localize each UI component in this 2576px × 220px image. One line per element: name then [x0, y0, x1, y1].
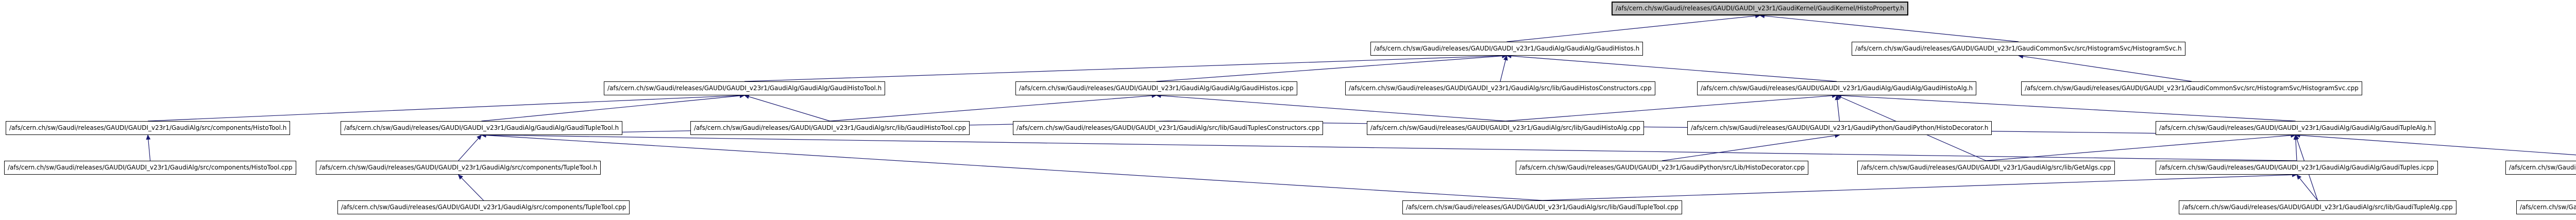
- graph-node-gaudihistos_icpp[interactable]: /afs/cern.ch/sw/Gaudi/releases/GAUDI/GAU…: [1015, 81, 1297, 95]
- dependency-edge: [2296, 174, 2318, 201]
- graph-node-gaudituplealg_cpp[interactable]: /afs/cern.ch/sw/Gaudi/releases/GAUDI/GAU…: [2179, 200, 2456, 214]
- graph-node-histoproperty_h[interactable]: /afs/cern.ch/sw/Gaudi/releases/GAUDI/GAU…: [1612, 2, 1908, 15]
- dependency-edge: [829, 93, 1157, 122]
- graph-node-gaudituplesconstructors_cpp[interactable]: /afs/cern.ch/sw/Gaudi/releases/GAUDI/GAU…: [1013, 121, 1324, 135]
- dependency-edge: [481, 132, 2297, 161]
- dependency-edge: [744, 53, 1507, 82]
- graph-node-histogramsvc_cpp[interactable]: /afs/cern.ch/sw/Gaudi/releases/GAUDI/GAU…: [2021, 81, 2362, 95]
- dependency-edge: [458, 134, 482, 161]
- dependency-edge: [2295, 133, 2576, 156]
- dependency-edge: [1156, 93, 1506, 122]
- graph-node-histogramsvc_h[interactable]: /afs/cern.ch/sw/Gaudi/releases/GAUDI/GAU…: [1852, 42, 2185, 56]
- dependency-edge: [1506, 54, 1837, 82]
- dependency-edge: [1542, 172, 2297, 201]
- dependency-edge: [1986, 133, 2296, 161]
- dependency-edge: [1759, 13, 2019, 42]
- dependency-edge: [2018, 54, 2192, 82]
- dependency-edge: [1836, 93, 2296, 122]
- graph-node-gauditupletool_cpp[interactable]: /afs/cern.ch/sw/Gaudi/releases/GAUDI/GAU…: [1402, 200, 1682, 214]
- graph-node-gaudihistoalg_h[interactable]: /afs/cern.ch/sw/Gaudi/releases/GAUDI/GAU…: [1697, 81, 1977, 95]
- graph-node-gaudihistoalg_cpp[interactable]: /afs/cern.ch/sw/Gaudi/releases/GAUDI/GAU…: [1367, 121, 1644, 135]
- graph-node-histotool_h[interactable]: /afs/cern.ch/sw/Gaudi/releases/GAUDI/GAU…: [6, 121, 291, 135]
- graph-node-gaudituplealg_h[interactable]: /afs/cern.ch/sw/Gaudi/releases/GAUDI/GAU…: [2156, 121, 2435, 135]
- graph-node-histodecorator_cpp[interactable]: /afs/cern.ch/sw/Gaudi/releases/GAUDI/GAU…: [1516, 161, 1808, 175]
- graph-node-tupletool_h[interactable]: /afs/cern.ch/sw/Gaudi/releases/GAUDI/GAU…: [316, 161, 601, 175]
- dependency-edge: [1505, 93, 1837, 122]
- graph-node-histodecorator_h[interactable]: /afs/cern.ch/sw/Gaudi/releases/GAUDI/GAU…: [1687, 121, 1992, 135]
- graph-node-tupletool_cpp[interactable]: /afs/cern.ch/sw/Gaudi/releases/GAUDI/GAU…: [337, 200, 630, 214]
- dependency-edge: [481, 93, 745, 122]
- graph-node-tupledecorator_h[interactable]: /afs/cern.ch/sw/Gaudi/releases/GAUDI/GAU…: [2505, 161, 2576, 175]
- graph-node-gauditupletool_h[interactable]: /afs/cern.ch/sw/Gaudi/releases/GAUDI/GAU…: [341, 121, 623, 135]
- graph-node-gaudihistotool_cpp[interactable]: /afs/cern.ch/sw/Gaudi/releases/GAUDI/GAU…: [690, 121, 970, 135]
- dependency-edge: [481, 133, 1543, 201]
- dependency-edge: [147, 93, 745, 122]
- graph-node-getalgs_cpp[interactable]: /afs/cern.ch/sw/Gaudi/releases/GAUDI/GAU…: [1857, 161, 2115, 175]
- graph-node-gaudihistosconstructors_cpp[interactable]: /afs/cern.ch/sw/Gaudi/releases/GAUDI/GAU…: [1345, 81, 1655, 95]
- graph-node-histotool_cpp[interactable]: /afs/cern.ch/sw/Gaudi/releases/GAUDI/GAU…: [4, 161, 296, 175]
- graph-node-tupledecorator_cpp[interactable]: /afs/cern.ch/sw/Gaudi/releases/GAUDI/GAU…: [2516, 200, 2576, 214]
- dependency-edge: [744, 94, 831, 122]
- graph-node-gaudihistotool_h[interactable]: /afs/cern.ch/sw/Gaudi/releases/GAUDI/GAU…: [604, 81, 886, 95]
- dependency-edge: [1662, 133, 1840, 161]
- dependency-edge: [1835, 95, 1840, 122]
- graph-node-gaudihistos_h[interactable]: /afs/cern.ch/sw/Gaudi/releases/GAUDI/GAU…: [1370, 42, 1643, 56]
- dependency-edge: [1156, 54, 1507, 82]
- dependency-edge: [457, 174, 484, 201]
- dependency-edge: [1506, 13, 1760, 42]
- dependency-edge: [146, 134, 151, 161]
- dependency-edge: [2293, 134, 2298, 161]
- dependency-edge: [1500, 55, 1508, 82]
- graph-node-gaudituples_icpp[interactable]: /afs/cern.ch/sw/Gaudi/releases/GAUDI/GAU…: [2156, 161, 2438, 175]
